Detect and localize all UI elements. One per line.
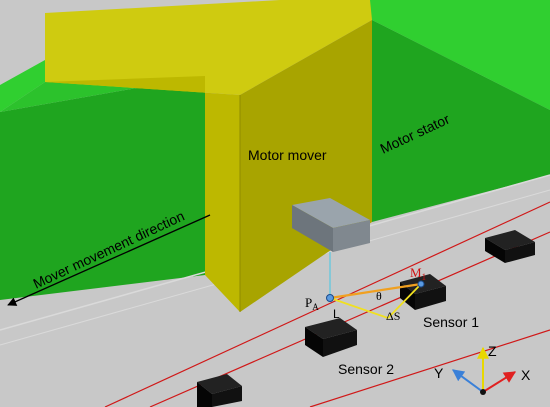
motor-mover-left-face (45, 13, 240, 312)
motor-mover-label: Motor mover (248, 147, 327, 163)
point-m1-label: M1 (410, 265, 426, 282)
axis-y-label: Y (434, 365, 444, 381)
probe-side (333, 220, 370, 252)
sensor-2-label: Sensor 2 (338, 361, 394, 377)
axis-x-arrow (482, 371, 517, 393)
probe-front (292, 205, 333, 252)
rail-line-3 (309, 329, 550, 407)
yellow-line-ds (387, 283, 422, 319)
motor-mover-top (45, 0, 372, 95)
axis-y-arrow (452, 369, 484, 393)
stator-front-far (372, 20, 550, 222)
rail-line-1 (104, 201, 550, 407)
sensor-box-2 (305, 318, 357, 357)
length-l-label: L (333, 307, 340, 321)
delta-s-label: ΔS (386, 309, 400, 323)
point-pa-label: PA (305, 295, 319, 312)
stator-top-near (0, 60, 45, 112)
yellow-line-l (329, 297, 389, 319)
sensor-1-label: Sensor 1 (423, 314, 479, 330)
movement-direction-arrow (7, 214, 211, 306)
axis-origin (480, 389, 486, 395)
stator-top-far (300, 0, 550, 110)
axis-z-label: Z (488, 343, 497, 359)
sensor-box-bottom (197, 374, 242, 407)
point-m1 (417, 280, 425, 288)
axis-x-label: X (521, 367, 531, 383)
point-pa (326, 294, 334, 302)
stator-front-near (0, 76, 205, 300)
theta-label: θ (376, 289, 382, 303)
sensor-box-far-right (485, 230, 535, 263)
coordinate-axes: Z X Y (434, 343, 531, 395)
orange-line (329, 282, 422, 300)
probe-top (292, 198, 370, 228)
